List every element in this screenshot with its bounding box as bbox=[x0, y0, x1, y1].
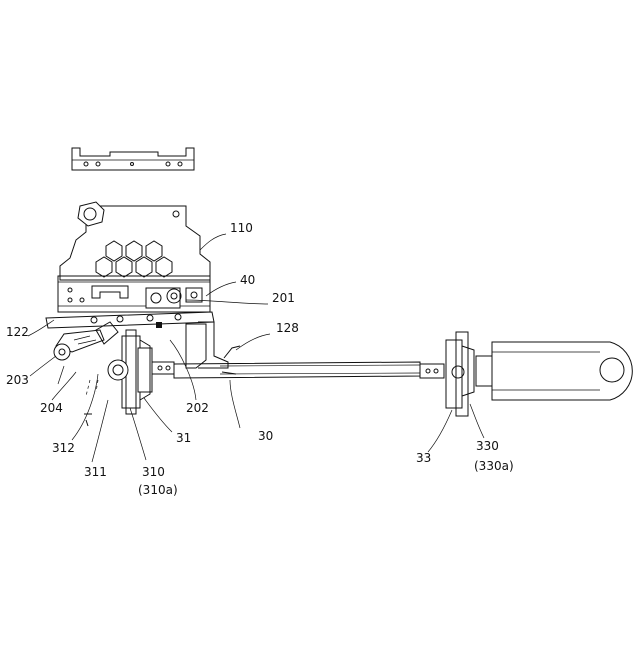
main-plate bbox=[60, 202, 210, 280]
reference-labels: 110 40 201 128 122 203 204 202 30 312 31… bbox=[6, 221, 514, 497]
label-203: 203 bbox=[6, 373, 29, 387]
hexagon-pattern bbox=[96, 241, 172, 277]
label-202: 202 bbox=[186, 401, 209, 415]
label-110: 110 bbox=[230, 221, 253, 235]
label-204: 204 bbox=[40, 401, 63, 415]
shaft-30 bbox=[174, 346, 420, 378]
label-128: 128 bbox=[276, 321, 299, 335]
label-310a: (310a) bbox=[138, 483, 178, 497]
label-201: 201 bbox=[272, 291, 295, 305]
cylinder-330 bbox=[476, 342, 632, 400]
label-311: 311 bbox=[84, 465, 107, 479]
label-310: 310 bbox=[142, 465, 165, 479]
label-40: 40 bbox=[240, 273, 255, 287]
label-330a: (330a) bbox=[474, 459, 514, 473]
label-122: 122 bbox=[6, 325, 29, 339]
rail-122 bbox=[46, 312, 214, 328]
label-330: 330 bbox=[476, 439, 499, 453]
coupling-33 bbox=[420, 332, 474, 416]
label-33: 33 bbox=[416, 451, 431, 465]
label-31: 31 bbox=[176, 431, 191, 445]
left-linkage bbox=[54, 322, 118, 384]
label-312: 312 bbox=[52, 441, 75, 455]
top-bracket bbox=[72, 148, 194, 170]
bracket-202 bbox=[186, 322, 228, 368]
roller-assembly-31 bbox=[108, 330, 174, 414]
housing-40 bbox=[58, 276, 210, 312]
label-30: 30 bbox=[258, 429, 273, 443]
